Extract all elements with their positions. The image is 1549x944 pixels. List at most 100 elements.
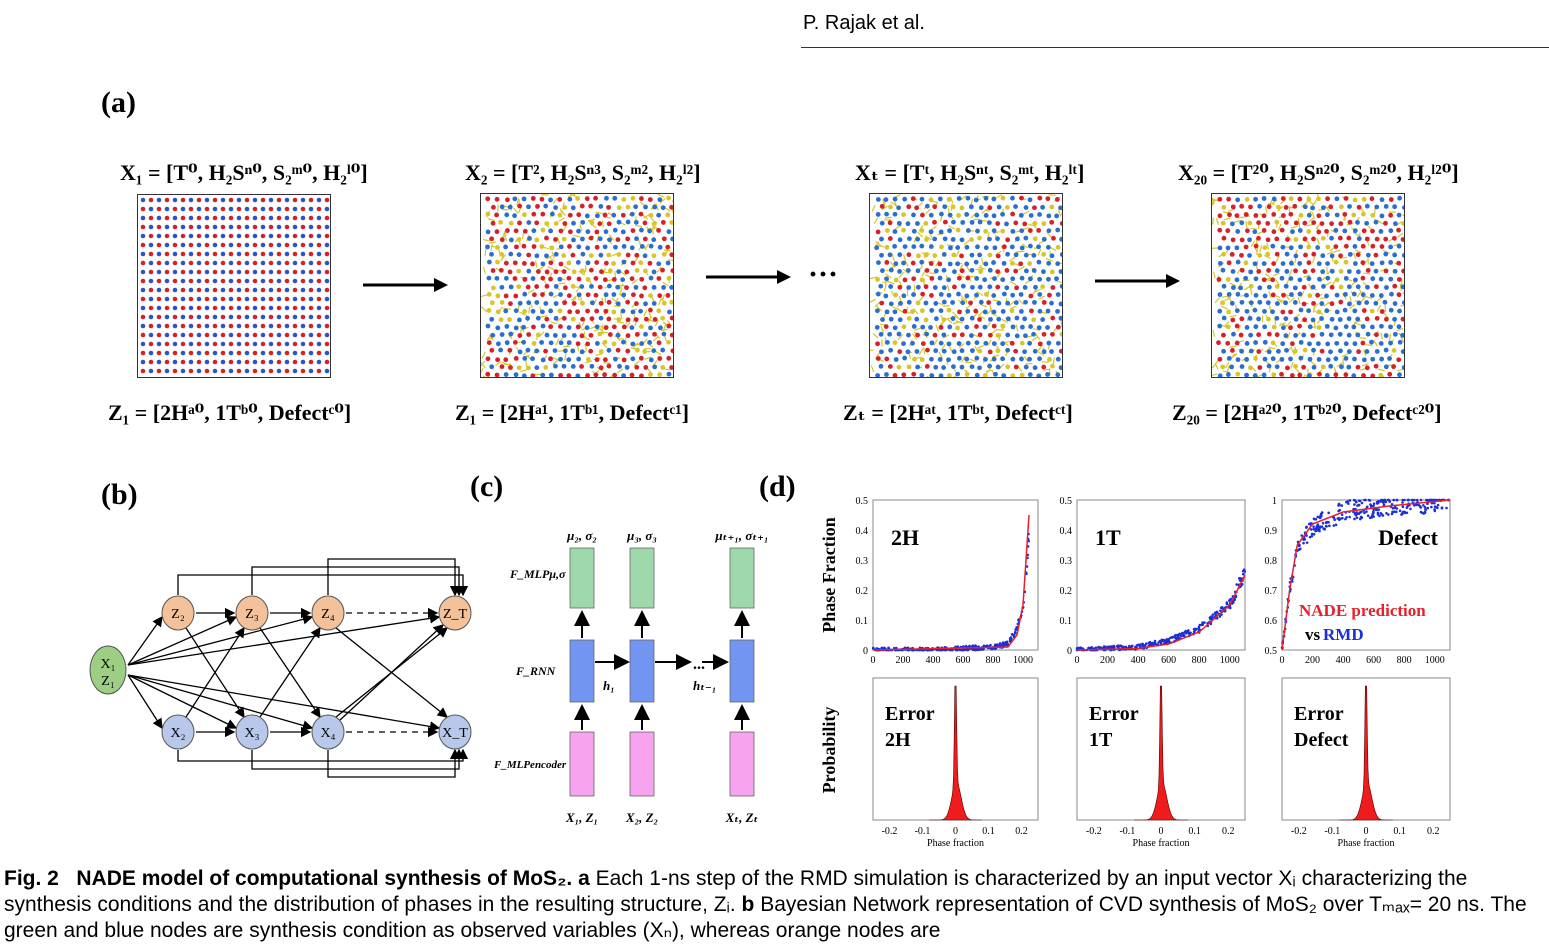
atom [559,244,564,249]
atom [261,342,266,347]
atom [567,244,572,249]
atom [1050,316,1055,321]
atom [920,325,925,330]
atom [549,373,554,378]
bond [1230,315,1237,317]
atom [1355,220,1360,225]
atom [1280,228,1285,233]
bond [1311,361,1317,365]
atom [576,260,581,265]
rmd-point [1299,548,1302,551]
atom [149,270,154,275]
atom [1365,204,1370,209]
atom [912,229,917,234]
atom [910,309,915,314]
atom [585,342,590,347]
input-label: Xₜ, Zₜ [725,810,759,825]
atom [165,216,170,221]
atom [508,205,513,210]
atom [499,268,504,273]
rmd-point [1344,518,1347,521]
panel-b-label: (b) [101,478,138,512]
bond [1019,266,1025,270]
row-label-mlp-output: F_MLPμ,σ [509,567,566,581]
atom [1370,325,1375,330]
bond [1273,273,1279,276]
y-tick-label: 0.3 [1060,556,1073,567]
atom [189,261,194,266]
atom [988,268,993,273]
atom [669,300,674,305]
atom [1033,365,1038,370]
atom [1285,252,1290,257]
atom [181,261,186,266]
atom [1038,309,1043,314]
atom [589,333,594,338]
atom [277,333,282,338]
atom [1050,285,1055,290]
atom [906,221,911,226]
bond [1289,205,1290,212]
atom [325,261,330,266]
atom [221,315,226,320]
atom [1317,261,1322,266]
atom [893,197,898,202]
rmd-point [1244,570,1247,573]
atom [1290,341,1295,346]
atom [969,204,974,209]
atom [598,204,603,209]
rmd-point [1003,643,1006,646]
atom [606,253,611,258]
atom [157,234,162,239]
bond [483,267,485,274]
atom [977,253,982,258]
atom [951,205,956,210]
atom [293,342,298,347]
atom [1249,349,1254,354]
rmd-point [1391,511,1394,514]
y-tick-label: 0.1 [1060,616,1073,627]
rmd-point [1238,577,1241,580]
atom [1239,316,1244,321]
atom [995,236,1000,241]
atom [205,297,210,302]
mlp-output-block [730,548,754,608]
atom [1221,349,1226,354]
atom [534,349,539,354]
atom [165,270,170,275]
atom [221,360,226,365]
atom [625,300,630,305]
atom [1055,372,1060,377]
atom [237,234,242,239]
y-tick-label: 0.5 [856,496,869,507]
atom [1330,285,1335,290]
atom [1028,294,1033,299]
atom [1320,221,1325,226]
atom [507,317,512,322]
atom [1020,276,1025,281]
atom [309,369,314,374]
atom [309,216,314,221]
atom [893,261,898,266]
rmd-point [1368,499,1371,502]
atom [189,252,194,257]
bond [655,351,661,355]
rmd-point [1312,528,1315,531]
atom [165,360,170,365]
bond [642,214,647,219]
atom [496,341,501,346]
atom [562,364,567,369]
atom [580,317,585,322]
atom [1293,364,1298,369]
caption-fig-label: Fig. 2 [4,867,59,890]
x-node-label: X₂ [171,726,186,741]
atom [1028,372,1033,377]
atom [661,285,666,290]
atom [495,357,500,362]
atom [661,205,666,210]
atom [317,324,322,329]
atom [652,301,657,306]
atom [933,285,938,290]
atom [1364,300,1369,305]
atom [952,269,957,274]
